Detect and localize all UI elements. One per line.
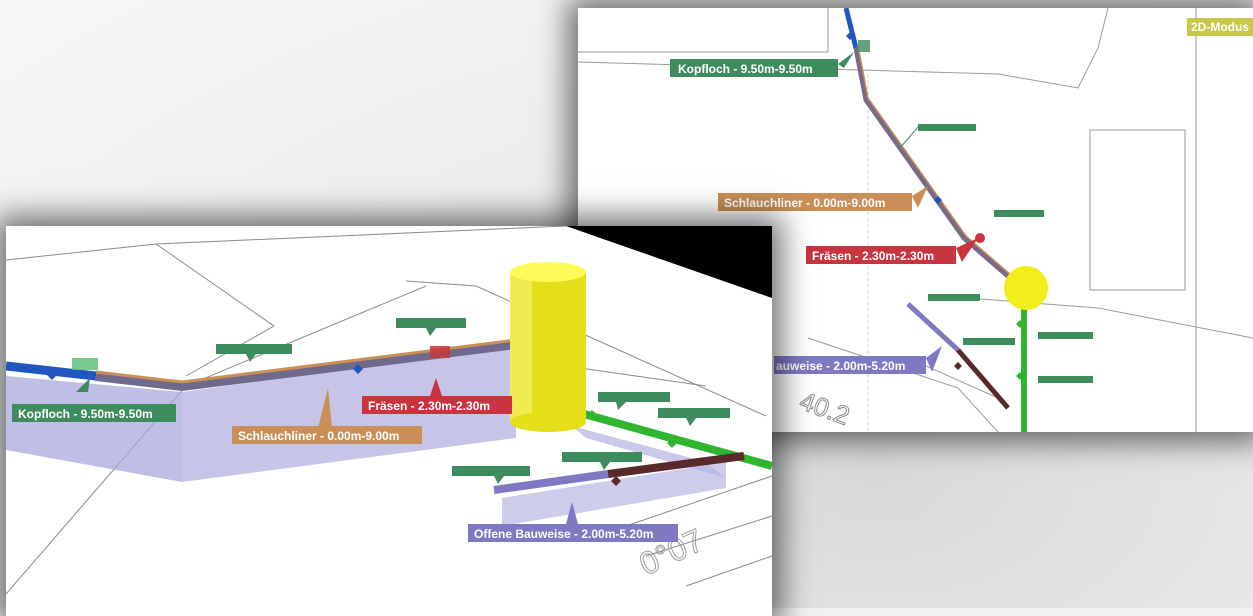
pipe-liner-3d[interactable]	[95, 339, 517, 392]
label-kopfloch-2d[interactable]: Kopfloch - 9.50m-9.50m	[670, 52, 854, 77]
manhole-3d[interactable]	[510, 262, 586, 432]
arrow-icon	[934, 196, 942, 204]
excavation-wall	[6, 376, 182, 482]
label-text: Kopfloch - 9.50m-9.50m	[678, 62, 813, 76]
pipe-bauweise-2d[interactable]	[906, 302, 960, 352]
perspective-view-3d[interactable]: 0°07	[6, 226, 772, 616]
arrow-icon	[954, 362, 962, 370]
annotation-tags	[216, 318, 730, 484]
label-text: Schlauchliner - 0.00m-9.00m	[724, 196, 885, 210]
label-schlauchliner-3d[interactable]: Schlauchliner - 0.00m-9.00m	[232, 388, 422, 444]
fraesen-marker-2d[interactable]	[975, 233, 985, 243]
arrow-icon	[353, 364, 363, 374]
scene-canvas-3d[interactable]: 0°07	[6, 226, 772, 616]
annotation-tags	[899, 124, 1093, 383]
manhole-2d[interactable]	[1004, 266, 1048, 310]
arrow-icon	[846, 32, 854, 40]
arrow-icon	[1016, 320, 1024, 328]
label-bauweise-2d[interactable]: auweise - 2.00m-5.20m	[774, 346, 942, 374]
label-text: Fräsen - 2.30m-2.30m	[812, 249, 934, 263]
excavation-wall	[502, 462, 726, 526]
label-kopfloch-3d[interactable]: Kopfloch - 9.50m-9.50m	[12, 378, 176, 422]
arrow-icon	[611, 476, 621, 486]
scene-corner	[566, 226, 772, 298]
arrow-icon	[667, 438, 677, 448]
kopfloch-marker-2d[interactable]	[858, 40, 870, 52]
arrow-icon	[47, 370, 57, 380]
label-fraesen-3d[interactable]: Fräsen - 2.30m-2.30m	[362, 378, 512, 414]
liner-outline-2d	[857, 45, 1027, 289]
map-text: 40.2	[796, 385, 854, 431]
label-text: auweise - 2.00m-5.20m	[776, 359, 905, 373]
label-fraesen-2d[interactable]: Fräsen - 2.30m-2.30m	[806, 238, 978, 264]
excavation-wall	[182, 346, 516, 482]
arrow-icon	[587, 410, 597, 420]
pipe-dark-3d[interactable]	[607, 452, 745, 478]
label-offene-bauweise-3d[interactable]: Offene Bauweise - 2.00m-5.20m	[468, 502, 678, 542]
liner-outline-3d	[95, 338, 517, 384]
label-text: Kopfloch - 9.50m-9.50m	[18, 407, 153, 421]
pipe-liner-2d[interactable]	[853, 47, 1026, 292]
label-text: Fräsen - 2.30m-2.30m	[368, 399, 490, 413]
fraesen-marker-3d[interactable]	[430, 346, 450, 358]
label-text: Offene Bauweise - 2.00m-5.20m	[474, 527, 653, 541]
label-schlauchliner-2d[interactable]: Schlauchliner - 0.00m-9.00m	[718, 186, 928, 211]
kopfloch-marker-3d[interactable]	[72, 358, 98, 370]
pipe-bauweise-3d[interactable]	[493, 470, 609, 494]
pipe-blue-2d[interactable]	[843, 8, 859, 49]
arrow-icon	[1016, 372, 1024, 380]
mode-badge-2d[interactable]: 2D-Modus	[1187, 18, 1253, 36]
pipe-dark-2d[interactable]	[956, 348, 1010, 410]
label-text: Schlauchliner - 0.00m-9.00m	[238, 429, 399, 443]
plan-canvas-2d[interactable]: 40.2 Kopfloch - 9.50m-	[578, 8, 1253, 432]
